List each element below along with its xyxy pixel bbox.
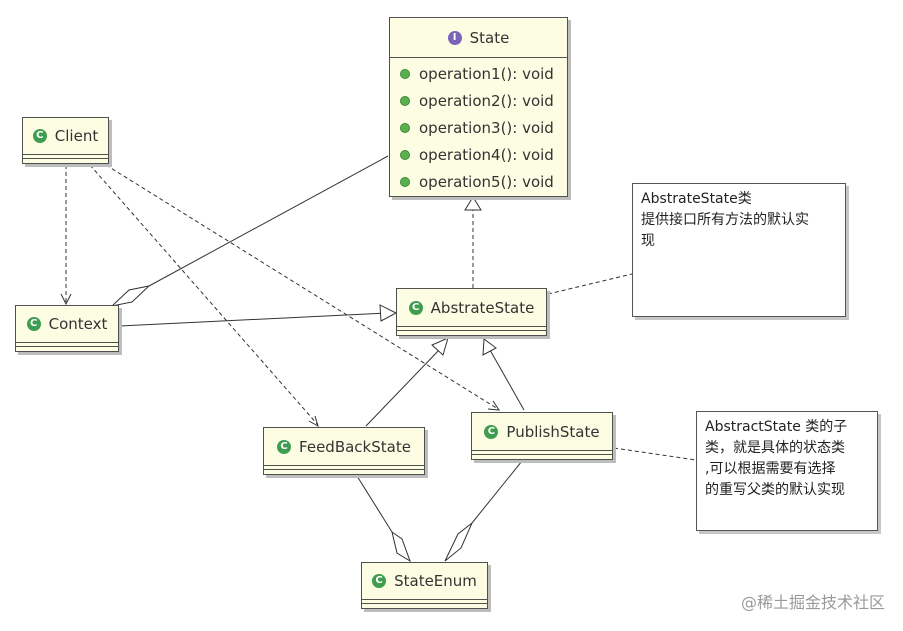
operation-label: operation2(): void [419,91,554,110]
operation-list: operation1(): void operation2(): void op… [390,58,567,195]
class-publish-state-header: C PublishState [472,413,612,450]
class-icon: C [26,317,41,331]
class-state-divider [390,57,567,58]
public-method-icon [400,176,410,187]
note-anchor-abstrate [547,273,633,295]
interface-icon: I [447,30,462,45]
watermark: @稀土掘金技术社区 [740,593,885,612]
gen-feedback-abstrate [365,348,441,427]
class-icon: C [484,424,499,439]
class-state-enum-name: StateEnum [394,572,477,590]
operation-item[interactable]: operation5(): void [390,168,567,195]
gen-publish-abstrate [489,349,525,411]
class-divider [16,342,118,343]
class-divider [16,346,118,347]
dep-client-publish [105,164,499,410]
class-context-header: C Context [16,306,118,342]
arrowhead-client-feedback [308,415,319,428]
class-divider [397,330,546,331]
class-divider [397,326,546,327]
class-divider [264,465,424,466]
agg-diamond-feedback [391,530,411,563]
class-abstrate-state-name: AbstrateState [430,298,535,317]
class-client-header: C Client [23,118,108,154]
class-client[interactable]: C Client [22,117,109,164]
class-divider [264,469,424,470]
class-state-enum[interactable]: C StateEnum [361,562,488,609]
public-method-icon [400,149,410,160]
operation-item[interactable]: operation3(): void [390,114,567,141]
class-publish-state[interactable]: C PublishState [471,412,613,460]
class-icon: C [408,300,423,315]
agg-diamond-context [110,285,151,307]
class-context[interactable]: C Context [15,305,119,352]
public-method-icon [400,122,410,133]
class-divider [472,454,612,455]
class-icon: C [277,439,292,454]
note-abstrate-state[interactable]: AbstrateState类 提供接口所有方法的默认实 现 [632,183,846,317]
class-client-name: Client [54,127,99,145]
operation-item[interactable]: operation2(): void [390,87,567,114]
dep-client-feedback [89,164,319,426]
assoc-context-abstrate [119,312,387,327]
realization-triangle [464,196,482,211]
assoc-arrow-head [379,304,398,322]
arrowhead-client-context [60,293,72,306]
agg-feedback-enum [356,475,393,533]
class-divider [23,158,108,159]
agg-context-state [148,155,389,287]
gen-feedback-triangle [431,337,449,356]
operation-label: operation3(): void [419,118,554,137]
class-divider [362,599,487,600]
class-icon: C [32,129,47,143]
note-anchor-subclass [613,447,697,461]
class-context-name: Context [48,315,108,333]
class-feedback-state-header: C FeedBackState [264,428,424,465]
class-state-name: State [469,28,510,47]
arrowhead-client-publish [487,400,500,411]
agg-diamond-publish [444,522,473,562]
operation-label: operation5(): void [419,172,554,191]
class-state-enum-header: C StateEnum [362,563,487,599]
class-abstrate-state-header: C AbstrateState [397,289,546,326]
operation-label: operation4(): void [419,145,554,164]
operation-item[interactable]: operation1(): void [390,60,567,87]
note-subclass[interactable]: AbstractState 类的子 类，就是具体的状态类 ,可以根据需要有选择 … [696,411,878,531]
gen-publish-triangle [482,338,497,356]
class-icon: C [372,574,387,588]
public-method-icon [400,95,410,106]
class-publish-state-name: PublishState [506,422,600,441]
class-state[interactable]: I State operation1(): void operation2():… [389,17,568,197]
class-divider [362,603,487,604]
class-divider [472,450,612,451]
class-state-header: I State [390,18,567,57]
public-method-icon [400,68,410,79]
class-feedback-state-name: FeedBackState [299,437,411,456]
class-divider [23,154,108,155]
agg-publish-enum [471,460,523,524]
operation-label: operation1(): void [419,64,554,83]
operation-item[interactable]: operation4(): void [390,141,567,168]
class-feedback-state[interactable]: C FeedBackState [263,427,425,475]
class-abstrate-state[interactable]: C AbstrateState [396,288,547,336]
